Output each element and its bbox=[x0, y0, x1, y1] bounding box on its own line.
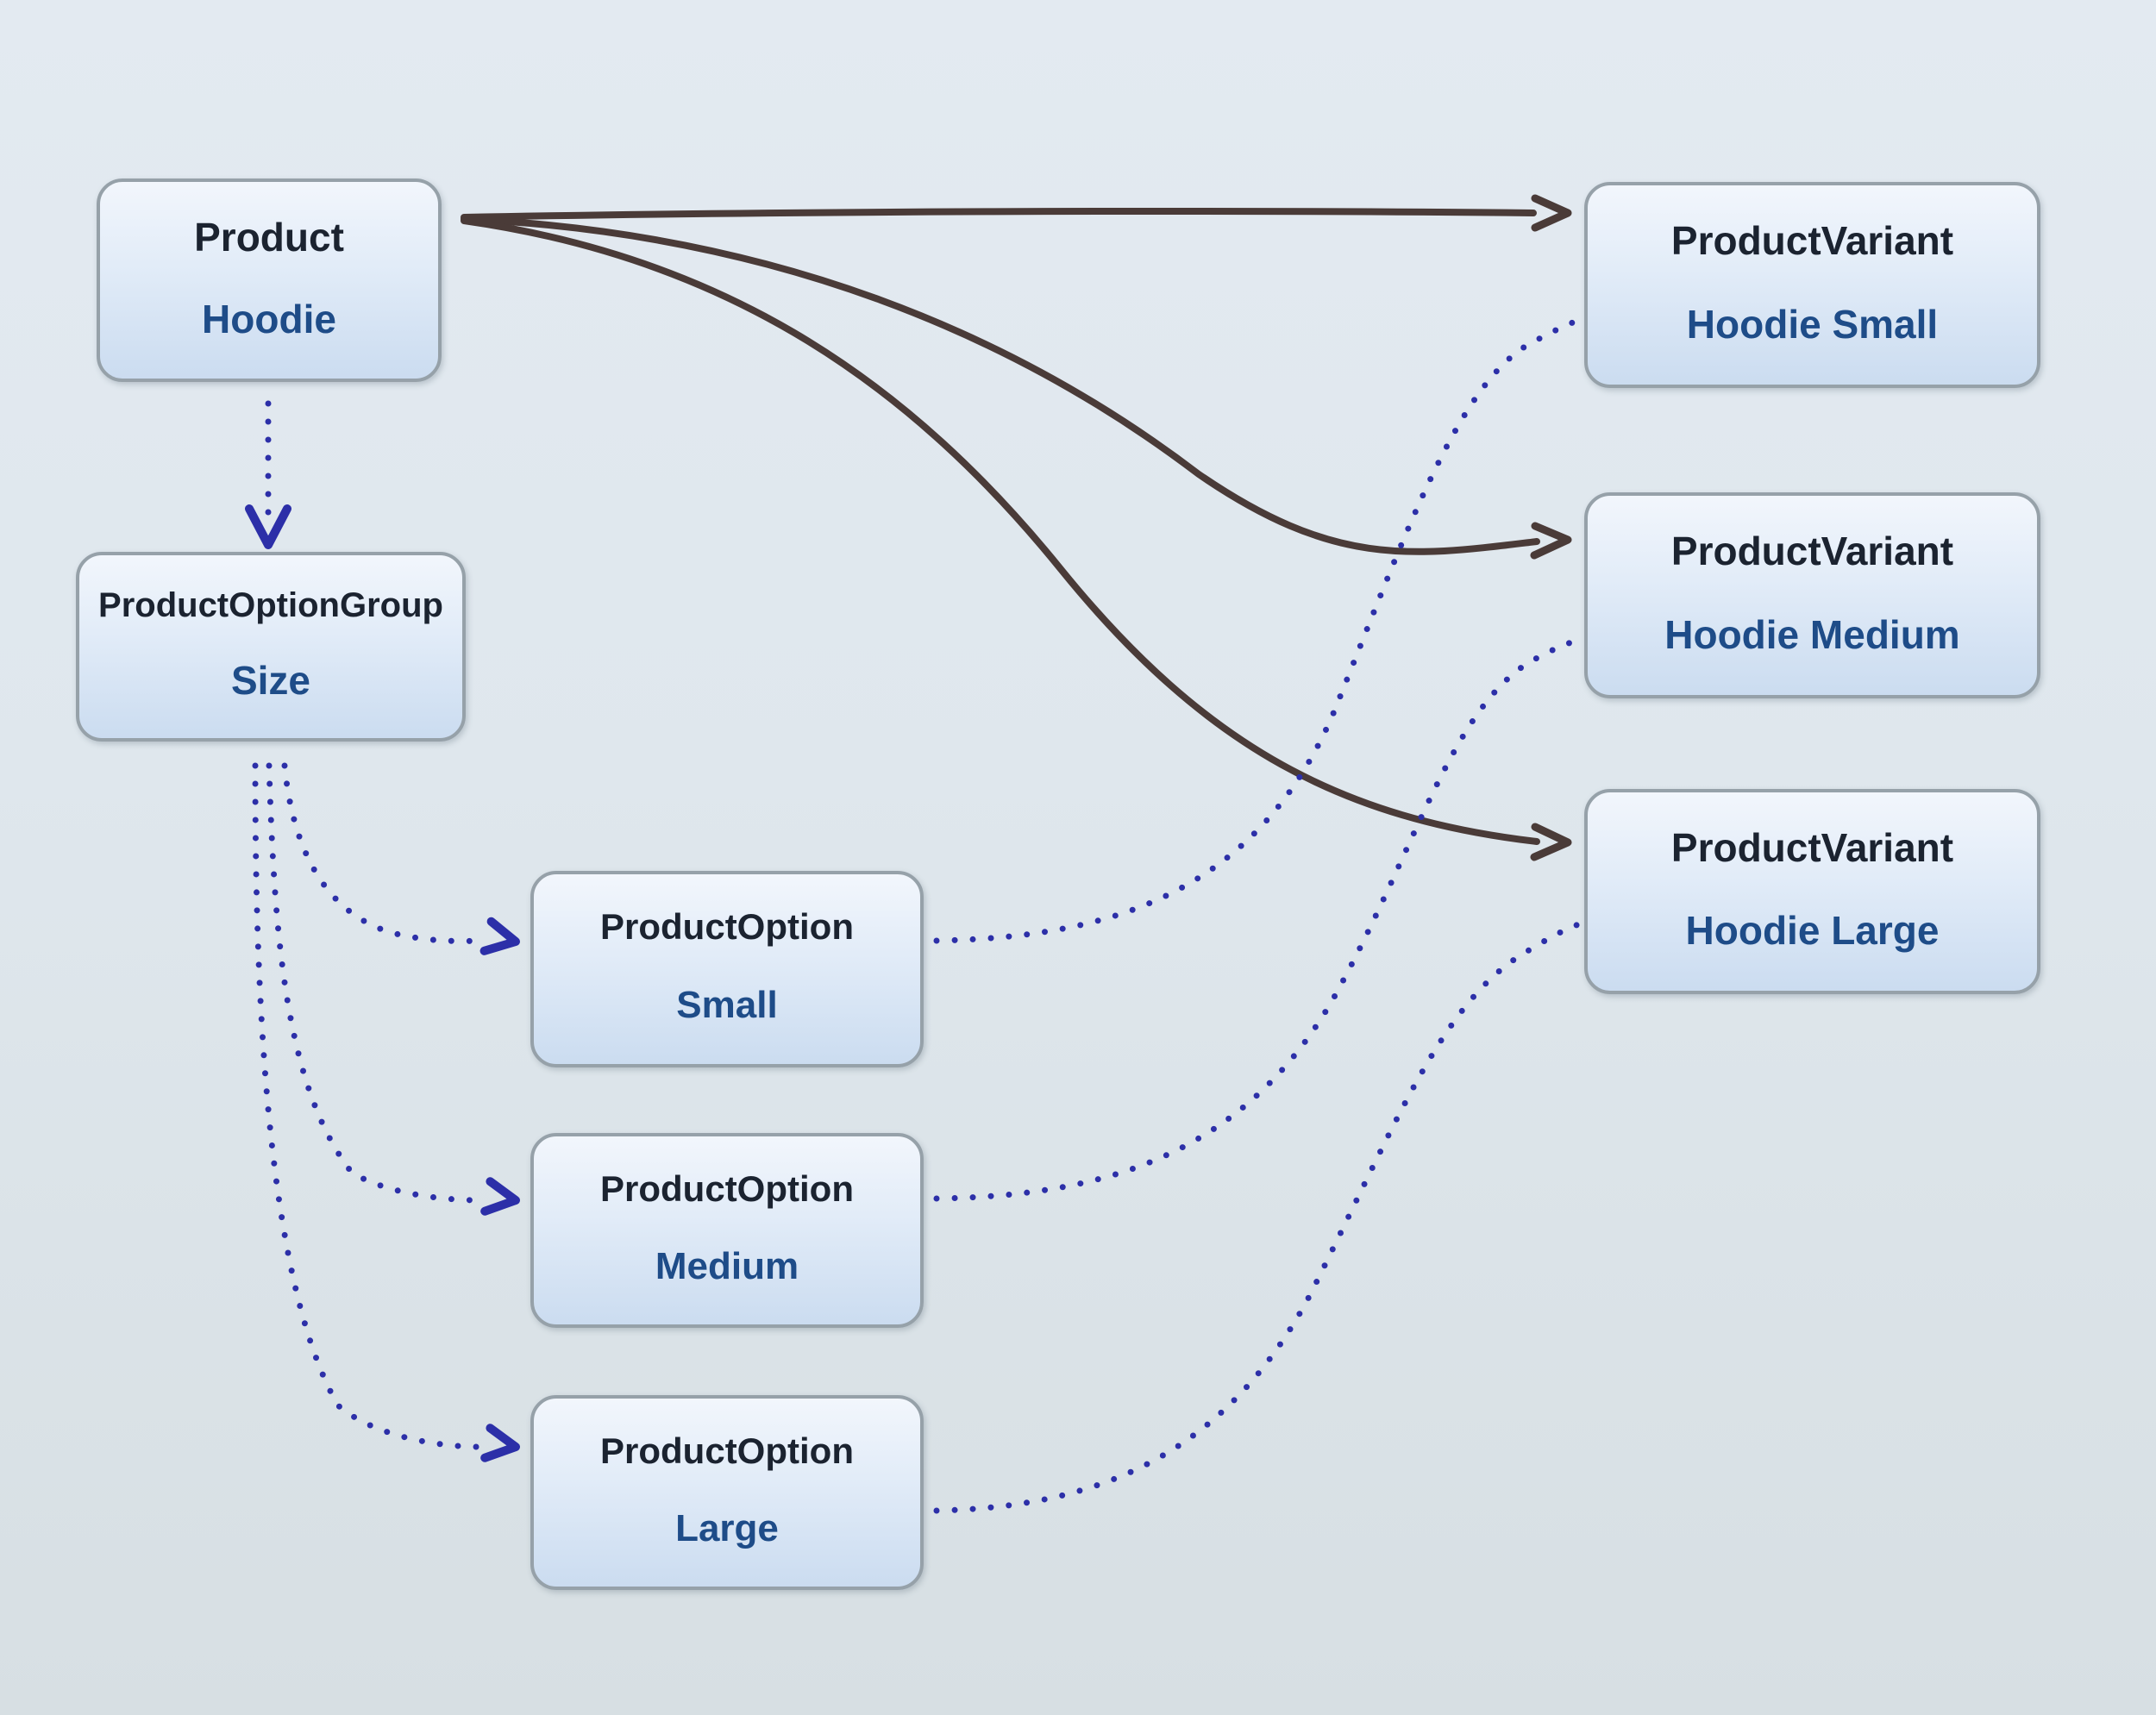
edge-product-to-variant-medium bbox=[461, 216, 1540, 555]
node-variant-medium-type: ProductVariant bbox=[1670, 529, 1954, 574]
arrowhead-product-to-variant-small bbox=[1531, 194, 1572, 232]
edge-product-to-variant-small bbox=[461, 207, 1537, 221]
arrowhead-option-group-to-option-small bbox=[479, 917, 520, 955]
edge-option-medium-to-variant-medium bbox=[933, 636, 1585, 1202]
node-option-large: ProductOption Large bbox=[530, 1395, 924, 1590]
arrowhead-product-to-variant-large bbox=[1530, 823, 1572, 861]
node-option-medium-type: ProductOption bbox=[600, 1167, 854, 1209]
arrowhead-product-to-option-group bbox=[245, 504, 291, 549]
node-option-large-value: Large bbox=[675, 1506, 779, 1549]
node-option-small-value: Small bbox=[676, 984, 778, 1026]
node-variant-small: ProductVariant Hoodie Small bbox=[1584, 182, 2040, 388]
edge-option-group-to-option-medium bbox=[266, 762, 483, 1204]
arrowhead-product-to-variant-medium bbox=[1530, 522, 1572, 560]
edge-option-large-to-variant-large bbox=[933, 920, 1585, 1514]
node-option-group-value: Size bbox=[230, 658, 311, 703]
edge-option-group-to-option-small bbox=[281, 762, 483, 944]
arrowhead-option-group-to-option-large bbox=[480, 1424, 520, 1462]
node-option-medium-value: Medium bbox=[655, 1244, 799, 1287]
edge-option-group-to-option-large bbox=[252, 762, 483, 1450]
node-variant-large: ProductVariant Hoodie Large bbox=[1584, 789, 2040, 994]
node-variant-medium-value: Hoodie Medium bbox=[1664, 611, 1960, 657]
node-variant-medium: ProductVariant Hoodie Medium bbox=[1584, 492, 2040, 698]
node-variant-large-type: ProductVariant bbox=[1670, 825, 1954, 870]
node-variant-small-value: Hoodie Small bbox=[1686, 301, 1939, 347]
node-option-large-type: ProductOption bbox=[600, 1430, 854, 1471]
node-option-group: ProductOptionGroup Size bbox=[76, 552, 466, 742]
node-variant-small-type: ProductVariant bbox=[1670, 218, 1954, 264]
node-product: Product Hoodie bbox=[97, 178, 442, 382]
node-product-value: Hoodie bbox=[202, 296, 336, 341]
node-option-small-type: ProductOption bbox=[600, 906, 854, 947]
arrowhead-option-group-to-option-medium bbox=[480, 1177, 520, 1216]
node-option-small: ProductOption Small bbox=[530, 871, 924, 1067]
node-option-group-type: ProductOptionGroup bbox=[98, 586, 443, 624]
node-variant-large-value: Hoodie Large bbox=[1685, 908, 1940, 953]
edge-option-small-to-variant-small bbox=[933, 316, 1583, 944]
node-product-type: Product bbox=[194, 214, 344, 260]
edge-product-to-variant-large bbox=[461, 217, 1540, 845]
node-option-medium: ProductOption Medium bbox=[530, 1133, 924, 1328]
